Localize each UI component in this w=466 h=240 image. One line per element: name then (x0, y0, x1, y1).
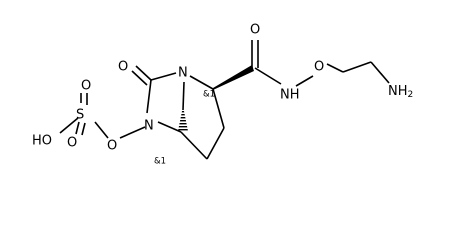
atom-label-amide-o: O (250, 23, 260, 38)
bond-n1-c2 (189, 75, 214, 90)
bond-n1-bridge (182, 81, 185, 111)
bond-c7-n1 (150, 72, 177, 81)
structure-drawing: N O O NH O NH2 N O S O O HO &1 &1 (32, 23, 413, 167)
atom-label-hydroxylamine-nh: NH (280, 88, 300, 103)
bond-amide-c-nh (254, 67, 282, 85)
bond-c2-amide-wedge (213, 65, 254, 90)
atom-label-sulfate-link-o: O (107, 139, 117, 154)
stereo-label-c2: &1 (203, 90, 215, 100)
atom-label-sulfonyl-o-top: O (81, 79, 91, 94)
bond-c4-c5 (180, 131, 208, 160)
atom-label-lactam-o: O (118, 60, 128, 75)
stereo-label-c5: &1 (154, 157, 166, 167)
bond-n6-c7 (146, 79, 152, 114)
structure-canvas: N O O NH O NH2 N O S O O HO &1 &1 (32, 23, 413, 167)
bond-ch2-ch2 (342, 61, 372, 73)
bond-bridge-hashed-wedge (178, 111, 188, 131)
atom-label-sulfonyl-o-bottom: O (67, 136, 77, 151)
bond-o-s (94, 121, 109, 139)
bond-n6-o (119, 126, 146, 139)
atom-label-amine: NH2 (388, 84, 413, 100)
bond-c7-o-double-b (131, 70, 148, 86)
atom-label-sulfur: S (76, 108, 84, 123)
bond-c2-c3 (212, 88, 225, 129)
bond-c5-n6 (157, 121, 182, 133)
bond-o-ch2 (326, 63, 344, 73)
atom-label-ring-n: N (178, 66, 188, 81)
bond-s-o-bottom-b (81, 122, 86, 136)
bond-s-oh (59, 117, 79, 134)
atom-label-amine-main: NH (388, 84, 408, 99)
atom-label-hydroxyl: HO (32, 134, 52, 149)
atom-label-n-oxy: N (144, 119, 154, 134)
bond-c3-c4 (206, 127, 225, 160)
bond-c7-o-double-a (135, 65, 152, 81)
atom-label-amine-subscript: 2 (408, 90, 414, 100)
atom-label-ether-o: O (314, 60, 324, 75)
bond-ch2-nh2 (370, 61, 390, 84)
bond-nh-o (295, 75, 314, 87)
bond-s-o-bottom-a (75, 121, 80, 135)
